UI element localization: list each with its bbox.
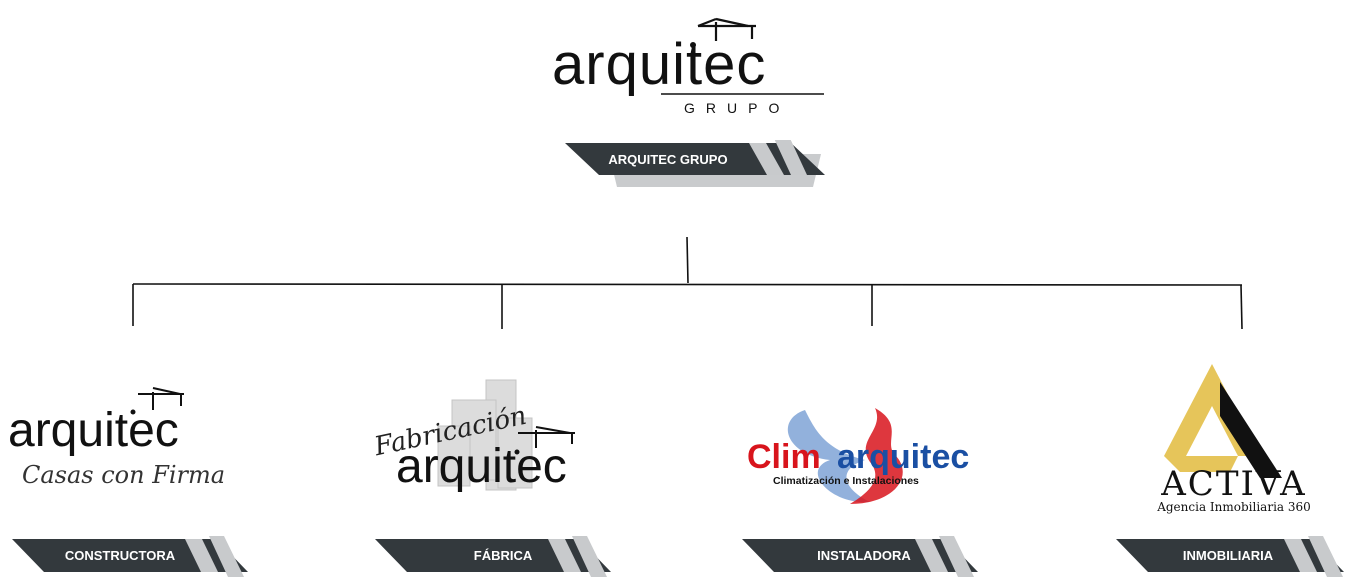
constructora-banner-label: CONSTRUCTORA xyxy=(65,548,176,563)
triangle-icon xyxy=(1164,364,1282,478)
building-icon xyxy=(437,379,533,491)
fabrica-logo-word: arquitec xyxy=(396,440,567,493)
horizontal-bus xyxy=(132,283,1243,286)
crane-icon xyxy=(697,17,756,41)
constructora-banner: CONSTRUCTORA xyxy=(12,536,248,577)
inmobiliaria-banner-label: INMOBILIARIA xyxy=(1183,548,1274,563)
banner-stripe xyxy=(749,143,784,175)
constructora-logo-script: Casas con Firma xyxy=(22,461,225,489)
trunk-line xyxy=(686,236,689,284)
climarquitec-word-blue: arquitec xyxy=(837,438,969,476)
i-dot xyxy=(690,42,696,48)
swirl-red-icon xyxy=(850,408,903,504)
crane-icon xyxy=(518,426,575,448)
activa-word: ACTIVA xyxy=(1160,464,1306,504)
climarquitec-logo: Clim arquitec Climatización e Instalacio… xyxy=(747,408,969,504)
climarquitec-word-red: Clim xyxy=(747,438,821,476)
constructora-logo: arquitec Casas con Firma xyxy=(8,387,225,489)
top-banner-label: ARQUITEC GRUPO xyxy=(608,152,727,167)
swirl-blue-icon xyxy=(787,410,870,503)
node-instaladora: Clim arquitec Climatización e Instalacio… xyxy=(735,400,1015,577)
top-banner: ARQUITEC GRUPO xyxy=(563,134,829,190)
node-inmobiliaria: ACTIVA Agencia Inmobiliaria 360 INMOBILI… xyxy=(1110,360,1358,577)
activa-sub: Agencia Inmobiliaria 360 xyxy=(1156,500,1311,514)
node-fabrica: Fabricación arquitec FÁBRICA xyxy=(360,378,640,577)
activa-logo: ACTIVA Agencia Inmobiliaria 360 xyxy=(1156,364,1311,514)
constructora-logo-word: arquitec xyxy=(8,404,179,457)
fabrica-banner: FÁBRICA xyxy=(375,536,611,577)
fabrica-logo: Fabricación arquitec xyxy=(371,379,575,493)
node-constructora: arquitec Casas con Firma CONSTRUCTORA xyxy=(0,380,270,577)
branch-inmobiliaria xyxy=(1240,284,1243,330)
climarquitec-sub: Climatización e Instalaciones xyxy=(773,475,919,487)
crane-icon xyxy=(138,387,184,410)
group-logo: arquitec GRUPO xyxy=(548,14,833,126)
banner-stripe xyxy=(772,134,807,175)
group-logo-word: arquitec xyxy=(552,32,766,97)
inmobiliaria-banner: INMOBILIARIA xyxy=(1116,536,1344,577)
group-logo-art: arquitec GRUPO xyxy=(552,17,824,116)
instaladora-banner: INSTALADORA xyxy=(742,536,978,577)
fabrica-banner-label: FÁBRICA xyxy=(474,548,533,563)
group-logo-sub: GRUPO xyxy=(684,100,790,116)
instaladora-banner-label: INSTALADORA xyxy=(817,548,911,563)
